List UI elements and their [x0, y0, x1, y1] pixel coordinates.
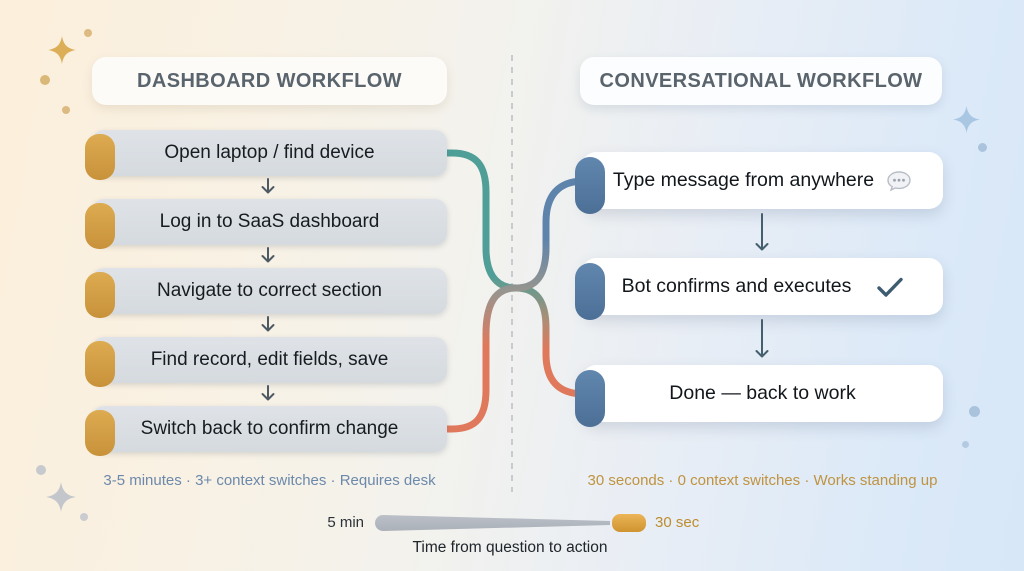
step-label: Type message from anywhere [612, 169, 875, 191]
step-navigate: Navigate to correct section [85, 268, 447, 318]
gold-dot [62, 106, 70, 114]
timeline-start-label: 5 min [327, 514, 364, 531]
step-find-record: Find record, edit fields, save [85, 337, 447, 387]
conversational-workflow-title: CONVERSATIONAL WORKFLOW [599, 69, 923, 92]
connector-top-left-to-bottom-right [434, 149, 596, 398]
arrow-down-icon [261, 385, 275, 401]
conversational-workflow-header: CONVERSATIONAL WORKFLOW [580, 57, 942, 105]
arrow-down-icon [755, 319, 769, 358]
timeline-caption: Time from question to action [412, 539, 608, 556]
timeline-gold-pill [612, 514, 646, 532]
blue-dot [978, 143, 987, 152]
step-label: Log in to SaaS dashboard [159, 211, 380, 232]
divider-dashed-line [511, 55, 513, 492]
step-label: Find record, edit fields, save [150, 349, 389, 370]
conversational-workflow-stats: 30 seconds · 0 context switches · Works … [582, 470, 943, 490]
gray-dot [80, 513, 88, 521]
sparkle-icon [48, 36, 76, 64]
step-label: Bot confirms and executes [621, 275, 852, 297]
taper-shape [375, 515, 610, 531]
step-done: Done — back to work [575, 365, 943, 427]
dashboard-workflow-title: DASHBOARD WORKFLOW [137, 69, 402, 92]
speech-bubble-icon [887, 170, 911, 191]
stats-text: 3-5 minutes · 3+ context switches · Requ… [103, 471, 436, 489]
gold-dot [84, 29, 92, 37]
step-switch-back: Switch back to confirm change [85, 406, 447, 456]
dashboard-workflow-header: DASHBOARD WORKFLOW [92, 57, 447, 105]
sparkle-icon [953, 106, 980, 133]
stats-text: 30 seconds · 0 context switches · Works … [587, 471, 938, 489]
arrow-down-icon [261, 316, 275, 332]
sparkle-icon [46, 482, 76, 512]
step-open-laptop: Open laptop / find device [85, 130, 447, 180]
arrow-down-icon [261, 247, 275, 263]
connector-bottom-left-to-top-right [434, 177, 596, 433]
gray-dot [36, 465, 46, 475]
step-label: Open laptop / find device [164, 142, 375, 163]
gold-dot [40, 75, 50, 85]
dashboard-workflow-stats: 3-5 minutes · 3+ context switches · Requ… [92, 470, 447, 490]
step-label: Navigate to correct section [157, 280, 382, 301]
arrow-down-icon [261, 178, 275, 194]
step-bot-confirms: Bot confirms and executes [575, 258, 943, 320]
step-type-message: Type message from anywhere [575, 152, 943, 214]
step-label: Done — back to work [669, 382, 856, 404]
step-label: Switch back to confirm change [140, 418, 399, 439]
step-log-in: Log in to SaaS dashboard [85, 199, 447, 249]
timeline-end-label: 30 sec [655, 514, 700, 531]
arrow-down-icon [755, 213, 769, 251]
blue-dot [969, 406, 980, 417]
timeline-taper-bar [375, 514, 646, 532]
checkmark-icon [877, 277, 904, 297]
blue-dot [962, 441, 969, 448]
